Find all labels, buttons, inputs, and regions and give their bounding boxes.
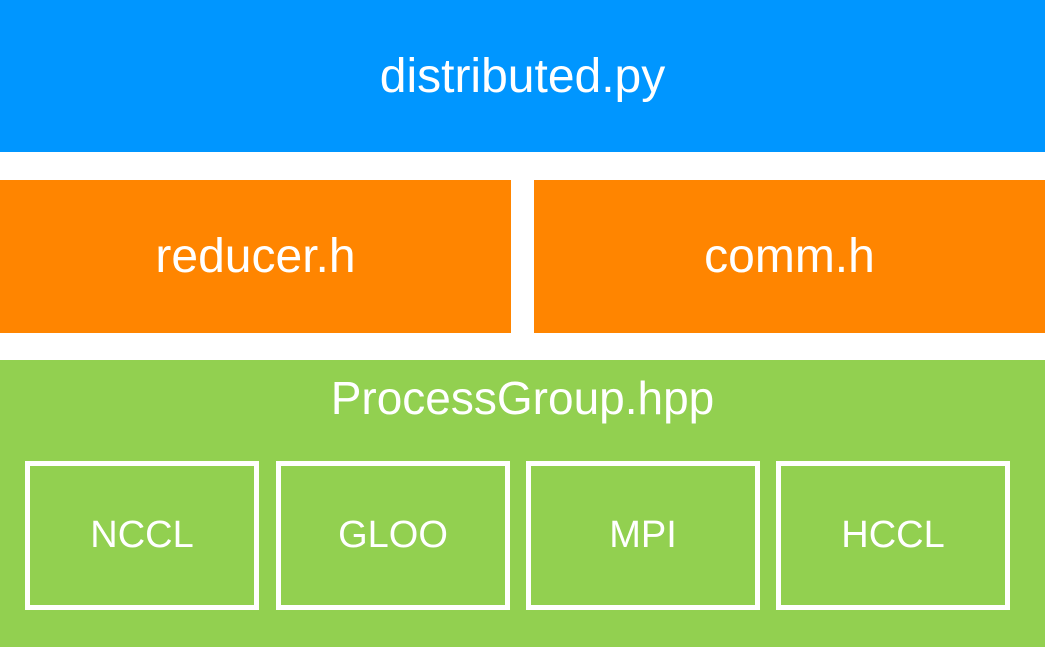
process-group-layer: ProcessGroup.hpp NCCL GLOO MPI HCCL [0,360,1045,647]
comm-h-block: comm.h [534,180,1045,333]
backend-gloo-label: GLOO [338,514,448,556]
backend-nccl: NCCL [25,461,259,610]
backend-nccl-label: NCCL [90,514,194,556]
reducer-h-block: reducer.h [0,180,511,333]
backend-gloo: GLOO [276,461,510,610]
distributed-py-layer: distributed.py [0,0,1045,152]
backend-hccl-label: HCCL [841,514,945,556]
reducer-h-label: reducer.h [155,230,356,283]
process-group-label: ProcessGroup.hpp [330,372,715,424]
backend-hccl: HCCL [776,461,1010,610]
backend-row: NCCL GLOO MPI HCCL [25,461,1010,610]
backend-mpi: MPI [526,461,760,610]
backend-mpi-label: MPI [609,514,677,556]
distributed-py-label: distributed.py [379,49,666,103]
comm-h-label: comm.h [704,230,875,283]
